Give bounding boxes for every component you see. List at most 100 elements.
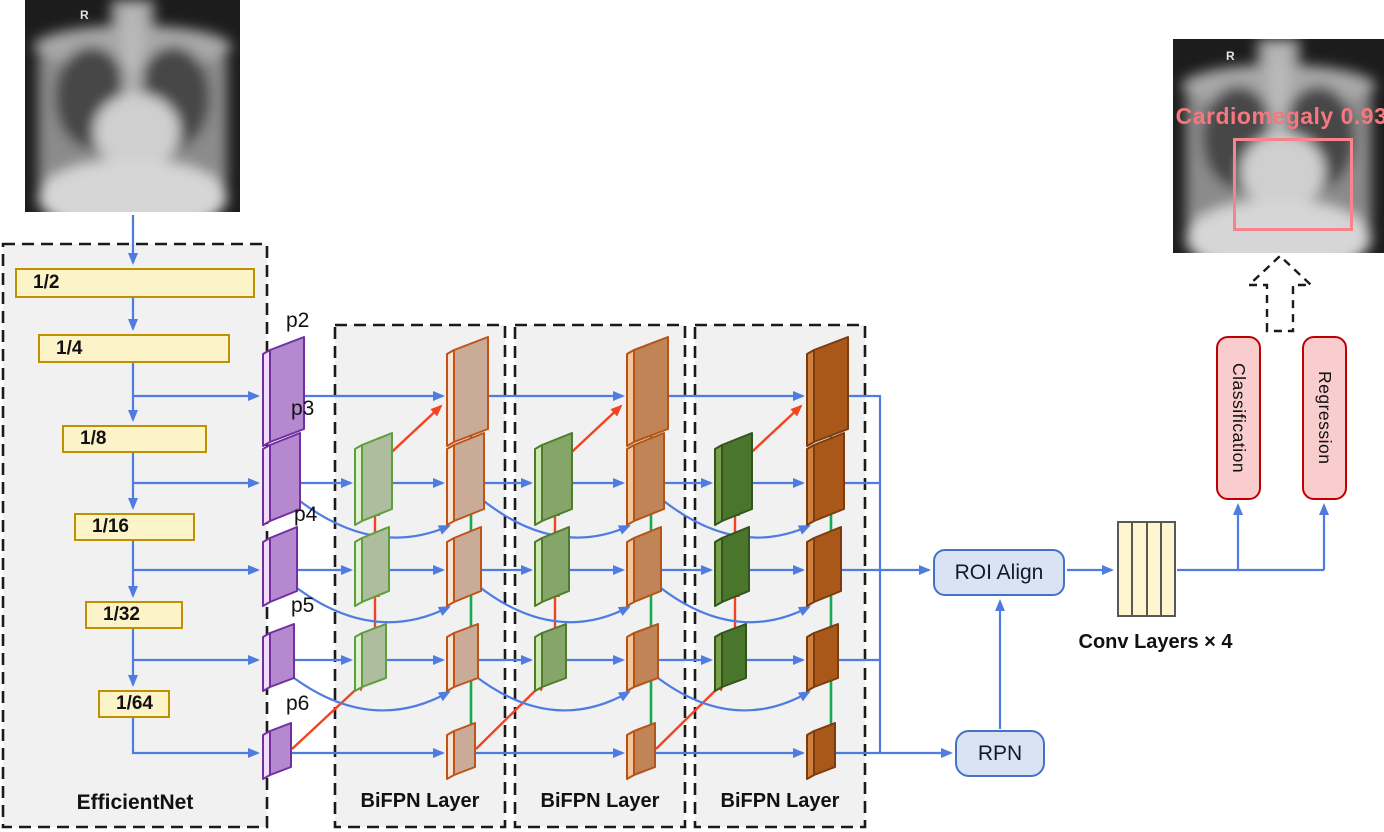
slab-orange-layer1-p5-face bbox=[453, 623, 479, 688]
xray-abdomen bbox=[1185, 199, 1372, 253]
slab-green-layer1-p4-strip bbox=[354, 537, 363, 607]
slab-green-layer2-p3-strip bbox=[534, 444, 543, 526]
slab-orange-layer3-p6-strip bbox=[806, 730, 815, 780]
slab-green-layer2-p5-face bbox=[541, 623, 567, 688]
bottomup-arrow-p6-p5 bbox=[291, 679, 367, 750]
pyramid-label-p3: p3 bbox=[291, 397, 315, 420]
conv-stripe bbox=[1159, 523, 1174, 615]
slab-orange-layer1-p6-strip bbox=[446, 730, 455, 780]
slab-orange-layer3-p4-strip bbox=[806, 537, 815, 607]
slab-orange-layer2-p6-strip bbox=[626, 730, 635, 780]
backbone-title: EfficientNet bbox=[76, 791, 194, 814]
skip-connection-arc bbox=[653, 674, 811, 712]
pyramid-label-p4: p4 bbox=[294, 503, 318, 526]
slab-green-layer3-p5-face bbox=[721, 623, 747, 688]
xray-abdomen bbox=[37, 159, 228, 212]
slab-purple-p5-strip bbox=[262, 632, 271, 692]
slab-green-layer1-p5-face bbox=[361, 623, 387, 688]
slab-orange-layer2-p2-strip bbox=[626, 349, 635, 447]
slab-orange-layer3-p4-face bbox=[813, 526, 842, 603]
slab-purple-p2-face bbox=[269, 336, 305, 443]
slab-orange-layer1-p5-strip bbox=[446, 632, 455, 692]
slab-orange-layer1-p2-face bbox=[453, 336, 489, 443]
slab-orange-layer2-p4-strip bbox=[626, 537, 635, 607]
skip-connection-arc bbox=[476, 584, 631, 624]
skip-connection-arc bbox=[656, 584, 811, 624]
backbone-stage-1-2: 1/2 bbox=[15, 268, 255, 298]
classification-label: Classification bbox=[1229, 362, 1249, 474]
slab-orange-layer3-p3-strip bbox=[806, 444, 815, 526]
conv-layers-label: Conv Layers × 4 bbox=[1078, 631, 1233, 653]
slab-purple-p3-face bbox=[269, 432, 301, 522]
slab-orange-layer3-p5-face bbox=[813, 623, 839, 688]
slab-purple-p6-strip bbox=[262, 730, 271, 780]
slab-orange-layer2-p3-face bbox=[633, 432, 665, 522]
slab-green-layer2-p5-strip bbox=[534, 632, 543, 692]
regression-head: Regression bbox=[1302, 336, 1347, 500]
slab-orange-layer1-p4-face bbox=[453, 526, 482, 603]
xray-anatomy bbox=[1181, 39, 1376, 253]
slab-purple-p5-face bbox=[269, 623, 295, 688]
slab-green-layer3-p3-strip bbox=[714, 444, 723, 526]
conv-stripe bbox=[1145, 523, 1160, 615]
conv-stripe bbox=[1131, 523, 1145, 615]
stage-label: 1/4 bbox=[56, 337, 83, 359]
slab-purple-p4-face bbox=[269, 526, 298, 603]
stage-label: 1/64 bbox=[116, 693, 153, 714]
slab-orange-layer1-p3-strip bbox=[446, 444, 455, 526]
slab-orange-layer3-p2-strip bbox=[806, 349, 815, 447]
xray-anatomy bbox=[33, 0, 232, 212]
slab-orange-layer3-p5-strip bbox=[806, 632, 815, 692]
slab-green-layer1-p5-strip bbox=[354, 632, 363, 692]
dashed-output-arrow bbox=[1245, 254, 1315, 333]
chest-xray-output: R Cardiomegaly 0.93 bbox=[1173, 39, 1384, 253]
xray-heart bbox=[93, 93, 180, 170]
roi-align-label: ROI Align bbox=[954, 560, 1044, 584]
chest-xray-output-art bbox=[1173, 39, 1384, 253]
slab-orange-layer2-p6-face bbox=[633, 722, 656, 776]
slab-green-layer1-p3-face bbox=[361, 432, 393, 522]
slab-purple-p2-strip bbox=[262, 349, 271, 447]
xray-heart bbox=[1240, 133, 1325, 211]
backbone-stage-1-4: 1/4 bbox=[38, 334, 230, 363]
skip-connection-arc bbox=[473, 674, 631, 712]
slab-green-layer2-p3-face bbox=[541, 432, 573, 522]
conv-stripe bbox=[1119, 523, 1131, 615]
slab-purple-p6-face bbox=[269, 722, 292, 776]
slab-purple-p3-strip bbox=[262, 444, 271, 526]
slab-orange-layer1-p3-face bbox=[453, 432, 485, 522]
backbone-stage-1-64: 1/64 bbox=[98, 690, 170, 718]
stage-label: 1/8 bbox=[80, 428, 107, 449]
slab-orange-layer3-p3-face bbox=[813, 432, 845, 522]
slab-orange-layer2-p3-strip bbox=[626, 444, 635, 526]
classification-head: Classification bbox=[1216, 336, 1261, 500]
slab-green-layer3-p3-face bbox=[721, 432, 753, 522]
slab-orange-layer2-p5-strip bbox=[626, 632, 635, 692]
bifpn-layer-2-title: BiFPN Layer bbox=[540, 790, 660, 812]
chest-xray-input-art bbox=[25, 0, 240, 212]
stage-label: 1/32 bbox=[103, 604, 140, 625]
stage-label: 1/16 bbox=[92, 516, 129, 537]
slab-green-layer2-p4-face bbox=[541, 526, 570, 603]
backbone-stage-1-8: 1/8 bbox=[62, 425, 207, 453]
bottomup-arrow-p6-p5 bbox=[475, 679, 547, 750]
slab-orange-layer2-p2-face bbox=[633, 336, 669, 443]
slab-orange-layer1-p2-strip bbox=[446, 349, 455, 447]
regression-label: Regression bbox=[1315, 371, 1335, 465]
stage-label: 1/2 bbox=[33, 272, 60, 293]
backbone-stage-1-16: 1/16 bbox=[74, 513, 195, 541]
slab-green-layer3-p5-strip bbox=[714, 632, 723, 692]
backbone-stage-1-32: 1/32 bbox=[85, 601, 183, 629]
skip-connection-arc bbox=[292, 584, 451, 624]
pyramid-label-p6: p6 bbox=[286, 692, 310, 715]
slab-orange-layer1-p6-face bbox=[453, 722, 476, 776]
slab-orange-layer3-p2-face bbox=[813, 336, 849, 443]
pyramid-label-p2: p2 bbox=[286, 309, 310, 332]
slab-green-layer3-p4-strip bbox=[714, 537, 723, 607]
bifpn-layer-1-title: BiFPN Layer bbox=[360, 790, 480, 812]
slab-orange-layer2-p4-face bbox=[633, 526, 662, 603]
rpn-label: RPN bbox=[977, 741, 1023, 765]
slabs-layer bbox=[262, 336, 849, 780]
slab-green-layer2-p4-strip bbox=[534, 537, 543, 607]
